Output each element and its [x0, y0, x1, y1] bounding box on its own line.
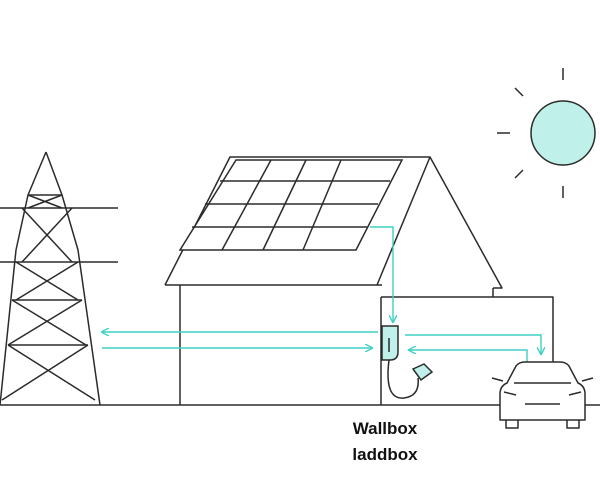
- wallbox-label-line2: laddbox: [352, 445, 418, 464]
- wallbox-label-line1: Wallbox: [352, 419, 418, 438]
- wallbox-charger-icon: [381, 325, 419, 399]
- flow-car-to-wallbox: [409, 350, 528, 368]
- electric-car-icon: [491, 361, 594, 429]
- house-icon: [164, 156, 554, 405]
- charging-plug-icon: [411, 363, 434, 382]
- power-pylon-icon: [0, 151, 118, 406]
- solar-panel-icon: [178, 159, 404, 251]
- flow-wallbox-to-car: [405, 334, 541, 354]
- flow-solar-to-wallbox: [370, 226, 393, 322]
- sun-icon: [497, 68, 596, 198]
- energy-flow-arrows: [102, 226, 541, 368]
